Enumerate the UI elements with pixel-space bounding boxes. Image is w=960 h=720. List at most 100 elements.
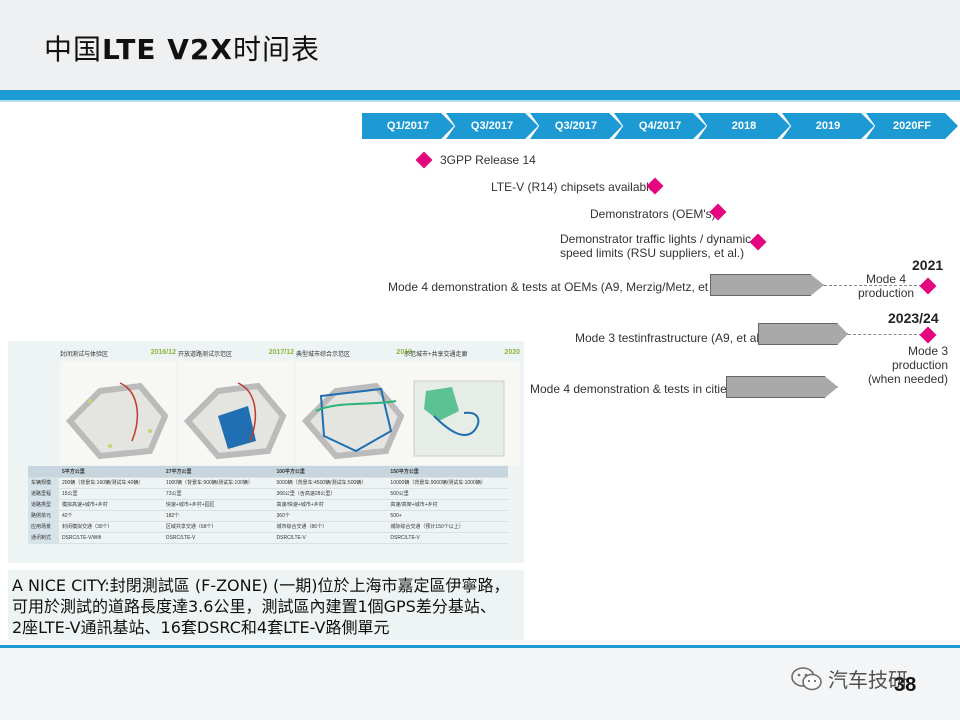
milestone-label: 3GPP Release 14 xyxy=(440,153,536,167)
table-header-cell xyxy=(28,466,59,478)
footer xyxy=(0,648,960,720)
period-label: 2019 xyxy=(815,120,841,132)
table-header-cell: 5平方公里 xyxy=(58,466,163,478)
period-label: Q3/2017 xyxy=(470,120,514,132)
period-chevron: 2018 xyxy=(698,113,790,139)
title-prefix: 中国 xyxy=(44,33,103,66)
map-year: 2020 xyxy=(504,349,520,356)
period-chevron: Q1/2017 xyxy=(362,113,454,139)
table-header-cell: 100平方公里 xyxy=(273,466,388,478)
header-divider-light xyxy=(0,100,960,102)
table-row: 路侧单元 42个 182个 360个 500+ xyxy=(28,510,508,522)
end-label-line: Mode 3 production xyxy=(891,344,948,372)
map-card: 典型城市综合示范区 2019 xyxy=(296,349,412,465)
slide-title: 中国LTE V2X时间表 xyxy=(44,28,320,68)
title-latin: LTE V2X xyxy=(102,33,233,66)
table-row: 道路类型 模拟高速+城市+乡村 快速+城市+乡村+园区 高速/快速+城市+乡村 … xyxy=(28,499,508,511)
table-cell: 200辆（背景车:160辆/测试车:40辆） xyxy=(58,477,163,489)
period-label: 2020FF xyxy=(893,120,931,132)
table-cell: 15公里 xyxy=(58,488,163,500)
table-row: 应用场景 封闭模拟交通（30个） 区域共享交通（68个） 城市综合交通（86个）… xyxy=(28,521,508,533)
period-label: 2018 xyxy=(731,120,757,132)
track-dash xyxy=(824,285,922,286)
table-cell: 360个 xyxy=(273,510,388,522)
year-label: 2021 xyxy=(912,257,944,273)
track-label: Mode 4 demonstration & tests at OEMs (A9… xyxy=(388,280,729,294)
page-number: 38 xyxy=(894,674,917,696)
milestone-label: LTE-V (R14) chipsets available xyxy=(491,180,656,194)
table-cell: 道路里程 xyxy=(28,488,59,500)
caption-line: 2座LTE-V通訊基站、16套DSRC和4套LTE-V路側單元 xyxy=(12,618,390,637)
table-cell: 高速/快速+城市+乡村 xyxy=(273,499,388,511)
track-dash xyxy=(848,334,922,335)
table-cell: 1000辆（背景车:900辆/测试车:100辆） xyxy=(162,477,274,489)
end-label-line: (when needed) xyxy=(867,372,948,386)
track-bar xyxy=(726,376,838,398)
table-cell: 500公里 xyxy=(387,488,508,500)
year-label: 2023/24 xyxy=(888,310,939,326)
map-year: 2016/12 xyxy=(150,349,176,356)
table-header-row: 5平方公里 27平方公里 100平方公里 150平方公里 xyxy=(28,466,508,478)
table-cell: DSRC/LTE-V xyxy=(273,532,388,544)
milestone-marker xyxy=(919,277,937,295)
table-cell: 366公里（含高速28公里） xyxy=(273,488,388,500)
table-cell: 73公里 xyxy=(162,488,274,500)
table-cell: 5000辆（背景车:4500辆/测试车:500辆） xyxy=(273,477,388,489)
table-cell: 车辆规模 xyxy=(28,477,59,489)
map-title: 典型城市综合示范区 xyxy=(296,352,351,358)
title-bar xyxy=(0,0,960,90)
caption-box: A NICE CITY:封閉測試區 (F-ZONE) (一期)位於上海市嘉定區伊… xyxy=(8,570,524,640)
map-image xyxy=(296,361,412,465)
map-year: 2019 xyxy=(396,349,412,356)
period-chevron: Q3/2017 xyxy=(446,113,538,139)
map-image xyxy=(178,361,294,465)
table-cell: 道路类型 xyxy=(28,499,59,511)
title-suffix: 时间表 xyxy=(232,33,320,66)
period-label: Q4/2017 xyxy=(638,120,682,132)
end-label-line: Mode 4 xyxy=(865,272,907,286)
table-cell: 应用场景 xyxy=(28,521,59,533)
caption-line: 可用於測試的道路長度達3.6公里，測試區內建置1個GPS差分基站、 xyxy=(12,597,496,616)
table-cell: 区域共享交通（68个） xyxy=(162,521,274,533)
watermark: 汽车技研 xyxy=(790,664,908,693)
period-chevron: 2019 xyxy=(782,113,874,139)
table-row: 车辆规模 200辆（背景车:160辆/测试车:40辆） 1000辆（背景车:90… xyxy=(28,477,508,489)
period-label: Q1/2017 xyxy=(386,120,430,132)
timeline-header: Q1/2017 Q3/2017 Q3/2017 Q4/2017 2018 201… xyxy=(362,113,960,139)
footer-divider xyxy=(0,645,960,648)
milestone-label-line: Demonstrator traffic lights / dynamic xyxy=(560,232,752,246)
table-cell: 封闭模拟交通（30个） xyxy=(58,521,163,533)
table-row: 道路里程 15公里 73公里 366公里（含高速28公里） 500公里 xyxy=(28,488,508,500)
table-cell: 城市综合交通（86个） xyxy=(273,521,388,533)
milestone-label-line: speed limits (RSU suppliers, et al.) xyxy=(560,246,745,260)
map-image xyxy=(60,361,176,465)
end-label: Mode 4 production xyxy=(858,272,914,300)
period-chevron: Q4/2017 xyxy=(614,113,706,139)
period-chevron: 2020FF xyxy=(866,113,958,139)
table-cell: 高速/高架+城市+乡村 xyxy=(387,499,508,511)
table-cell: DSRC/LTE-V xyxy=(387,532,508,544)
table-cell: 快速+城市+乡村+园区 xyxy=(162,499,274,511)
table-cell: 500+ xyxy=(387,510,508,522)
table-cell: 182个 xyxy=(162,510,274,522)
table-cell: 路侧单元 xyxy=(28,510,59,522)
table-cell: 42个 xyxy=(58,510,163,522)
track-label: Mode 4 demonstration & tests in cities xyxy=(530,382,733,396)
map-data-table: 5平方公里 27平方公里 100平方公里 150平方公里 车辆规模 200辆（背… xyxy=(28,466,508,544)
table-cell: 10000辆（背景车:9000辆/测试车:1000辆） xyxy=(387,477,508,489)
period-label: Q3/2017 xyxy=(554,120,598,132)
caption-line: A NICE CITY:封閉測試區 (F-ZONE) (一期)位於上海市嘉定區伊… xyxy=(12,576,510,595)
period-chevron: Q3/2017 xyxy=(530,113,622,139)
milestone-label: Demonstrator traffic lights / dynamic sp… xyxy=(560,232,751,260)
watermark-text: 汽车技研 xyxy=(828,668,908,692)
milestone-marker xyxy=(415,151,433,169)
table-cell: DSRC/LTE-V/Wifi xyxy=(58,532,163,544)
end-label: Mode 3 production (when needed) xyxy=(852,344,948,386)
header-divider xyxy=(0,90,960,100)
table-cell: 通讯制式 xyxy=(28,532,59,544)
end-label-line: production xyxy=(858,286,915,300)
map-title: 示范城市+共享交通走廊 xyxy=(404,352,468,358)
table-cell: 城际综合交通（预计150个以上） xyxy=(387,521,508,533)
